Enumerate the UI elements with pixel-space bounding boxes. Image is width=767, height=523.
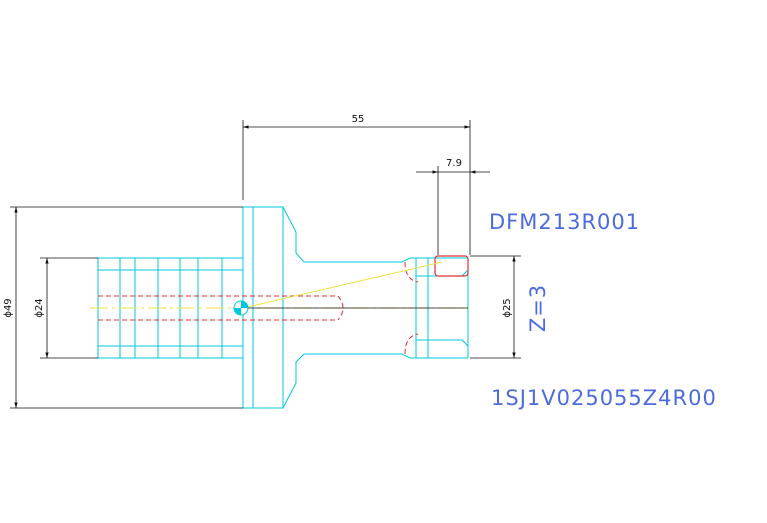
hidden-lines xyxy=(98,261,419,355)
center-mark-icon xyxy=(233,300,249,316)
shank-body xyxy=(97,257,244,359)
center-lines xyxy=(90,261,470,309)
item-code: 1SJ1V025055Z4R00 xyxy=(491,386,717,410)
flute-highlight xyxy=(434,255,469,277)
dim-shank-diameter xyxy=(40,257,98,359)
dim-tip-length xyxy=(416,166,490,255)
part-number: DFM213R001 xyxy=(489,210,640,234)
dim-flange-diameter-label: ϕ49 xyxy=(3,298,14,317)
dim-cutter-diameter-label: ϕ25 xyxy=(502,298,513,317)
dim-flange-diameter xyxy=(10,206,243,409)
dim-overall-length-label: 55 xyxy=(352,114,365,125)
dim-tip-length-label: 7.9 xyxy=(446,158,462,169)
dim-cutter-diameter xyxy=(470,255,521,359)
tooth-count: Z=3 xyxy=(526,284,550,332)
dim-shank-diameter-label: ϕ24 xyxy=(34,298,45,317)
dim-overall-length xyxy=(242,120,471,255)
